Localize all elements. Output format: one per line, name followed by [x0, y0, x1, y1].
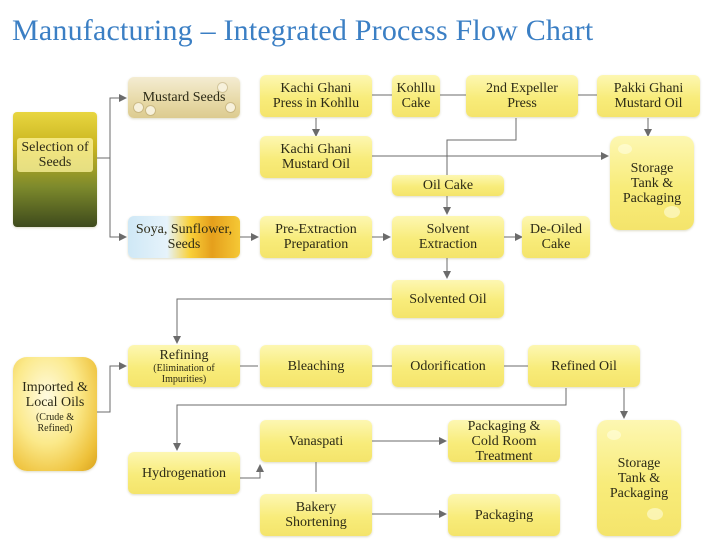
- packaging-cold-room-box: Packaging & Cold Room Treatment: [448, 418, 560, 464]
- arrow-solvented-refining: [173, 298, 392, 344]
- line-expeller-oilcake: [446, 118, 517, 175]
- kachi-ghani-oil-box: Kachi Ghani Mustard Oil: [260, 136, 372, 178]
- packaging-cold-room-label: Packaging & Cold Room Treatment: [467, 418, 541, 464]
- pre-extraction-box: Pre-Extraction Preparation: [260, 216, 372, 258]
- kachi-ghani-press-box: Kachi Ghani Press in Kohllu: [260, 75, 372, 117]
- vanaspati-box: Vanaspati: [260, 420, 372, 462]
- soya-sunflower-label: Soya, Sunflower, Seeds: [135, 222, 233, 252]
- pakki-ghani-oil-box: Pakki Ghani Mustard Oil: [597, 75, 700, 117]
- imported-local-oils-sub: (Crude & Refined): [35, 412, 75, 434]
- bleaching-label: Bleaching: [287, 358, 345, 374]
- pre-extraction-label: Pre-Extraction Preparation: [275, 222, 357, 252]
- solvented-oil-box: Solvented Oil: [392, 280, 504, 318]
- storage-bottom-label: Storage Tank & Packaging: [609, 455, 669, 501]
- page-title: Manufacturing – Integrated Process Flow …: [12, 14, 594, 47]
- storage-bottom-box: Storage Tank & Packaging: [597, 420, 681, 536]
- bakery-shortening-box: Bakery Shortening: [260, 494, 372, 536]
- arrow-selection-mustard: [96, 94, 127, 159]
- pakki-ghani-oil-label: Pakki Ghani Mustard Oil: [613, 81, 684, 111]
- odorification-label: Odorification: [410, 358, 486, 374]
- vanaspati-label: Vanaspati: [288, 433, 344, 449]
- oil-cake-box: Oil Cake: [392, 175, 504, 196]
- solvent-extraction-label: Solvent Extraction: [418, 222, 478, 252]
- arrow-imported-refining: [97, 362, 127, 413]
- deoiled-cake-box: De-Oiled Cake: [522, 216, 590, 258]
- packaging-label: Packaging: [474, 507, 534, 523]
- deoiled-cake-label: De-Oiled Cake: [529, 222, 583, 252]
- refining-box: Refining (Elimination of Impurities): [128, 345, 240, 387]
- hydrogenation-box: Hydrogenation: [128, 452, 240, 494]
- kachi-ghani-oil-label: Kachi Ghani Mustard Oil: [280, 142, 352, 172]
- packaging-box: Packaging: [448, 494, 560, 536]
- refined-oil-label: Refined Oil: [551, 358, 617, 374]
- refining-sub: (Elimination of Impurities): [153, 362, 215, 385]
- kohllu-cake-box: Kohllu Cake: [392, 75, 440, 117]
- arrow-refined-hydrogenation: [173, 388, 567, 451]
- soya-sunflower-box: Soya, Sunflower, Seeds: [128, 216, 240, 258]
- solvent-extraction-box: Solvent Extraction: [392, 216, 504, 258]
- arrow-selection-soya: [109, 158, 127, 241]
- hydrogenation-label: Hydrogenation: [142, 465, 226, 481]
- arrow-hydrogenation-vanaspati: [240, 464, 264, 479]
- kohllu-cake-label: Kohllu Cake: [396, 81, 436, 111]
- selection-of-seeds-label: Selection of Seeds: [17, 137, 93, 172]
- storage-top-box: Storage Tank & Packaging: [610, 136, 694, 230]
- refining-label: Refining: [159, 347, 209, 363]
- storage-top-label: Storage Tank & Packaging: [622, 160, 682, 206]
- second-expeller-label: 2nd Expeller Press: [486, 81, 558, 111]
- imported-local-oils-box: Imported & Local Oils (Crude & Refined): [13, 357, 97, 471]
- selection-of-seeds-box: Selection of Seeds: [13, 112, 97, 227]
- bakery-shortening-label: Bakery Shortening: [285, 500, 347, 530]
- solvented-oil-label: Solvented Oil: [409, 291, 487, 307]
- kachi-ghani-press-label: Kachi Ghani Press in Kohllu: [272, 81, 360, 111]
- refined-oil-box: Refined Oil: [528, 345, 640, 387]
- odorification-box: Odorification: [392, 345, 504, 387]
- imported-local-oils-label: Imported & Local Oils: [22, 380, 88, 410]
- mustard-seeds-box: Mustard Seeds: [128, 77, 240, 118]
- mustard-seeds-label: Mustard Seeds: [142, 90, 226, 105]
- oil-cake-label: Oil Cake: [422, 178, 474, 193]
- second-expeller-box: 2nd Expeller Press: [466, 75, 578, 117]
- bleaching-box: Bleaching: [260, 345, 372, 387]
